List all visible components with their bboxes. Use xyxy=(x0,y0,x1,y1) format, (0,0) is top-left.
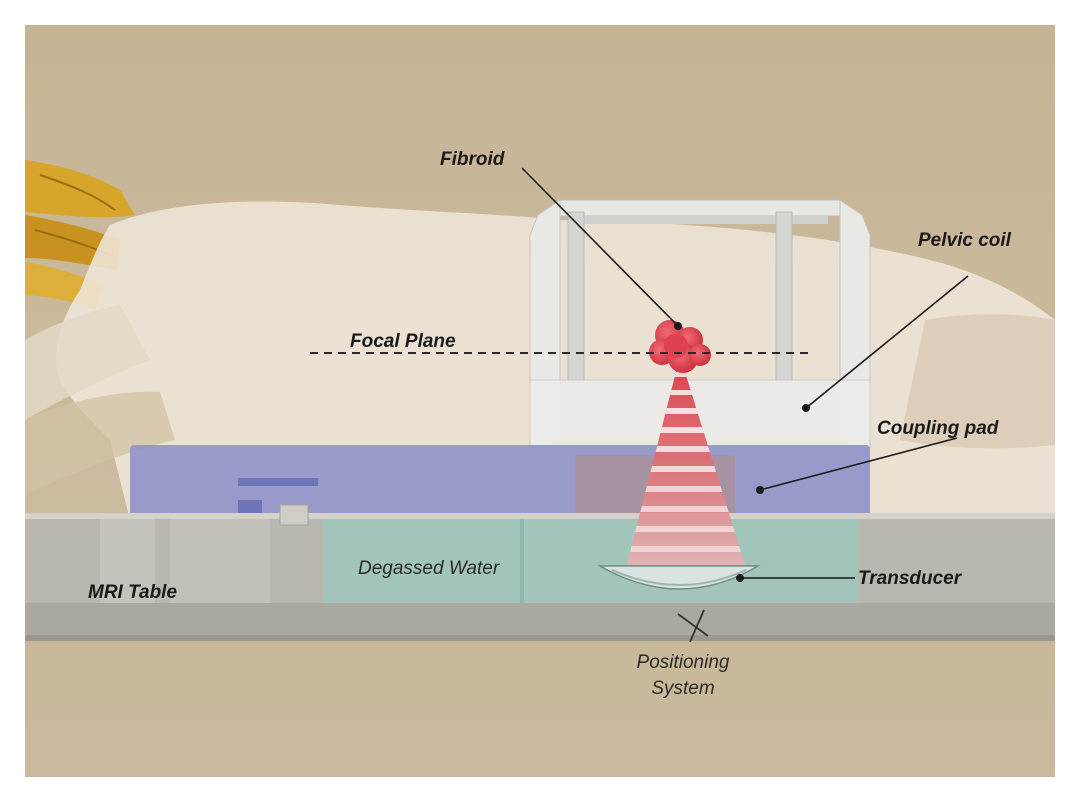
transducer xyxy=(597,565,761,590)
coupling-pad xyxy=(130,445,870,517)
label-positioning-line2: System xyxy=(651,678,714,699)
label-focal-plane: Focal Plane xyxy=(350,331,456,352)
leader-lines xyxy=(521,167,969,579)
leader-dots xyxy=(674,322,810,582)
label-coupling-pad: Coupling pad xyxy=(877,418,999,439)
floor xyxy=(25,630,1055,777)
label-positioning-line1: Positioning xyxy=(637,652,730,673)
label-pelvic-coil: Pelvic coil xyxy=(918,230,1012,251)
label-fibroid: Fibroid xyxy=(440,149,505,170)
degassed-water-tank xyxy=(323,519,858,603)
label-mri-table: MRI Table xyxy=(88,582,177,603)
label-transducer: Transducer xyxy=(858,568,963,589)
positioning-system-mark xyxy=(677,609,709,643)
label-degassed-water: Degassed Water xyxy=(358,558,500,579)
